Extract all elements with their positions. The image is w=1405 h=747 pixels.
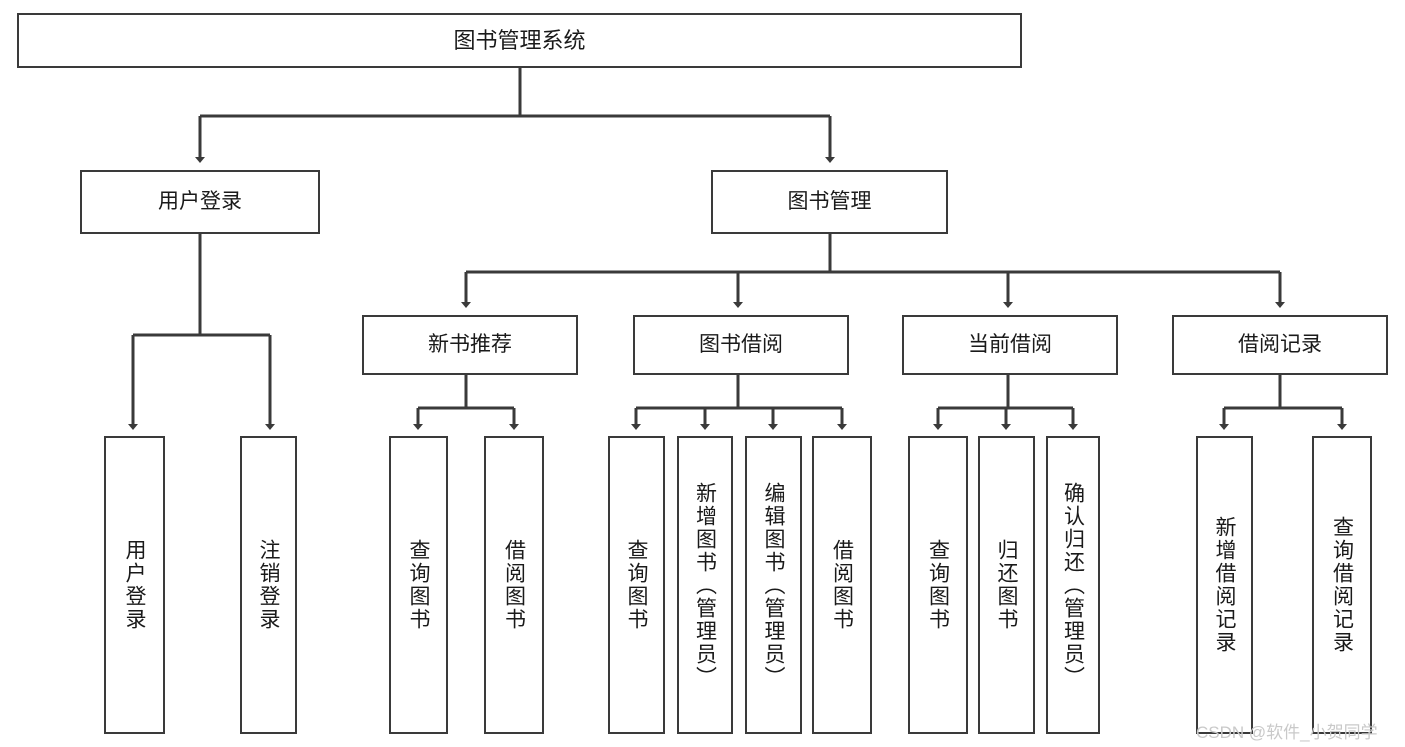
leaf-return-book[interactable]: 归还图书	[978, 436, 1035, 734]
leaf-query-book-newbook-label: 查询图书	[407, 539, 430, 631]
leaf-query-book-borrow[interactable]: 查询图书	[608, 436, 665, 734]
node-borrow-record-label: 借阅记录	[1238, 332, 1322, 356]
leaf-borrow-book-newbook[interactable]: 借阅图书	[484, 436, 544, 734]
leaf-return-book-label: 归还图书	[995, 539, 1018, 631]
leaf-add-borrow-record[interactable]: 新增借阅记录	[1196, 436, 1253, 734]
node-root-label: 图书管理系统	[453, 27, 586, 53]
node-new-book-recommend[interactable]: 新书推荐	[362, 315, 578, 375]
node-user-login-label: 用户登录	[158, 189, 242, 213]
leaf-add-book-admin-label: 新增图书（管理员）	[693, 481, 717, 689]
leaf-query-borrow-record-label: 查询借阅记录	[1330, 516, 1354, 654]
leaf-borrow-book-newbook-label: 借阅图书	[502, 539, 526, 631]
leaf-edit-book-admin-label: 编辑图书（管理员）	[762, 481, 785, 689]
node-current-borrow-label: 当前借阅	[968, 332, 1052, 356]
node-user-login[interactable]: 用户登录	[80, 170, 320, 234]
leaf-logout-label: 注销登录	[257, 539, 280, 631]
node-root[interactable]: 图书管理系统	[17, 13, 1022, 68]
leaf-logout[interactable]: 注销登录	[240, 436, 297, 734]
leaf-confirm-return-admin[interactable]: 确认归还（管理员）	[1046, 436, 1100, 734]
leaf-confirm-return-admin-label: 确认归还（管理员）	[1061, 481, 1085, 689]
leaf-query-book-current[interactable]: 查询图书	[908, 436, 968, 734]
node-book-management-label: 图书管理	[787, 189, 872, 213]
node-book-borrow[interactable]: 图书借阅	[633, 315, 849, 375]
leaf-user-login-label: 用户登录	[123, 539, 146, 631]
leaf-add-borrow-record-label: 新增借阅记录	[1213, 516, 1236, 654]
node-current-borrow[interactable]: 当前借阅	[902, 315, 1118, 375]
node-new-book-recommend-label: 新书推荐	[428, 332, 512, 356]
leaf-query-book-current-label: 查询图书	[926, 539, 950, 631]
leaf-query-book-borrow-label: 查询图书	[625, 539, 648, 631]
leaf-user-login[interactable]: 用户登录	[104, 436, 165, 734]
leaf-edit-book-admin[interactable]: 编辑图书（管理员）	[745, 436, 802, 734]
node-book-management[interactable]: 图书管理	[711, 170, 948, 234]
csdn-watermark: CSDN @软件_小贺同学	[1196, 723, 1378, 742]
leaf-borrow-book-label: 借阅图书	[830, 539, 854, 631]
leaf-query-book-newbook[interactable]: 查询图书	[389, 436, 448, 734]
node-book-borrow-label: 图书借阅	[699, 332, 783, 356]
leaf-query-borrow-record[interactable]: 查询借阅记录	[1312, 436, 1372, 734]
leaf-add-book-admin[interactable]: 新增图书（管理员）	[677, 436, 733, 734]
leaf-borrow-book[interactable]: 借阅图书	[812, 436, 872, 734]
node-borrow-record[interactable]: 借阅记录	[1172, 315, 1388, 375]
